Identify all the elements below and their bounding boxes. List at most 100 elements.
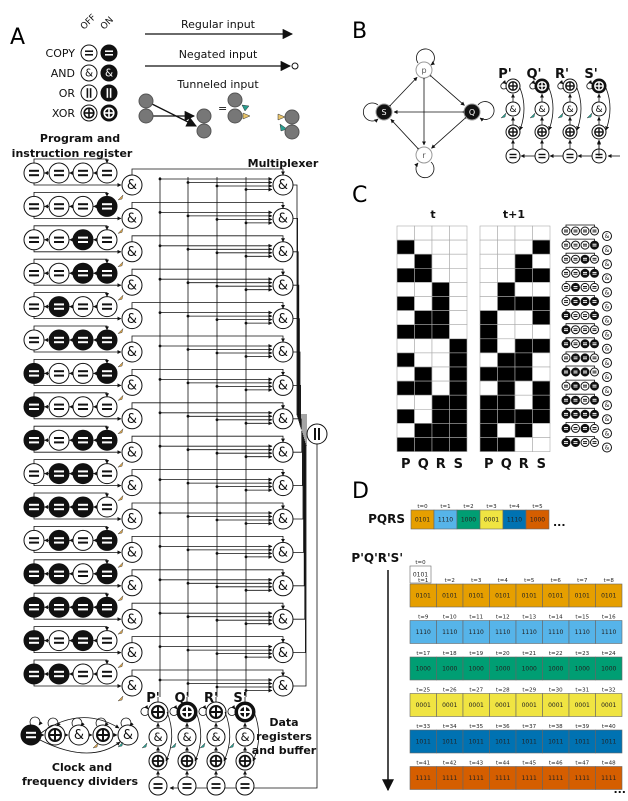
program-title-line-2: instruction register bbox=[12, 147, 133, 160]
and-symbol-icon: & bbox=[278, 546, 288, 561]
b-register-and: & bbox=[562, 101, 578, 117]
off-and-icon bbox=[602, 245, 612, 256]
t1-grid-cell bbox=[514, 338, 533, 354]
ellipsis: ... bbox=[553, 516, 566, 529]
buffer-xor-gate bbox=[177, 751, 197, 771]
t-grid-cell bbox=[414, 380, 433, 396]
mini-instruction-bit bbox=[590, 409, 599, 419]
tunneled-input-illustration: = bbox=[138, 92, 300, 140]
on-copy-icon bbox=[23, 429, 45, 451]
tunneled-input-icon bbox=[117, 661, 124, 668]
mini-instruction-bit bbox=[580, 297, 590, 306]
off-copy-icon bbox=[48, 630, 70, 652]
t-grid-cell bbox=[396, 296, 415, 311]
t1-grid-cell bbox=[497, 423, 516, 438]
on-copy-icon bbox=[590, 381, 599, 391]
and-symbol-icon: & bbox=[605, 304, 610, 310]
off-and-icon bbox=[602, 329, 612, 340]
and-symbol-icon: & bbox=[278, 379, 288, 394]
state-value: 1110 bbox=[442, 629, 457, 636]
off-copy-icon bbox=[72, 195, 94, 217]
and-symbol-icon: & bbox=[278, 679, 288, 694]
multiplexer-and-gate: & bbox=[272, 308, 294, 330]
mini-instruction-bit bbox=[561, 438, 571, 447]
select-wire bbox=[131, 302, 285, 309]
off-copy-icon bbox=[590, 367, 599, 377]
instruction-bit bbox=[72, 195, 94, 217]
time-label: t=4 bbox=[498, 578, 509, 584]
mini-feedback bbox=[565, 407, 595, 411]
output-wire bbox=[33, 416, 122, 421]
b-register-label: R' bbox=[555, 67, 569, 82]
output-or-gate bbox=[306, 423, 328, 445]
t-grid-cell bbox=[431, 296, 450, 311]
time-label: t=27 bbox=[469, 688, 483, 694]
on-copy-icon bbox=[96, 195, 118, 217]
instruction-bit bbox=[23, 262, 45, 284]
on-copy-icon bbox=[571, 353, 580, 363]
time-label: t=0 bbox=[417, 504, 428, 510]
mux-output-wire bbox=[293, 184, 307, 416]
program-row: && bbox=[23, 192, 307, 418]
multiplexer-and-gate: & bbox=[272, 408, 294, 430]
mini-program-row: & bbox=[561, 393, 612, 411]
t1-grid-cell bbox=[479, 225, 498, 241]
multiplexer-and-gate: & bbox=[272, 274, 294, 296]
off-copy-icon bbox=[23, 463, 45, 485]
instruction-bit bbox=[96, 296, 118, 318]
program-row: && bbox=[23, 225, 307, 420]
mini-instruction-bit bbox=[561, 325, 571, 335]
decoder-and-gate: & bbox=[121, 207, 143, 229]
and-symbol-icon: & bbox=[278, 312, 288, 327]
b-register-xor bbox=[505, 78, 521, 94]
register-and-gate: & bbox=[235, 727, 255, 747]
tunneled-input-icon bbox=[117, 741, 124, 748]
mux-output-wire bbox=[293, 385, 307, 428]
off-copy-icon bbox=[48, 429, 70, 451]
mini-instruction-bit bbox=[561, 381, 571, 391]
t-grid-cell bbox=[449, 253, 468, 269]
select-wire bbox=[131, 602, 285, 610]
t-grid-cell bbox=[396, 366, 415, 382]
mini-instruction-bit bbox=[580, 254, 590, 264]
mini-instruction-bit bbox=[561, 226, 571, 236]
and-symbol-icon: & bbox=[127, 445, 137, 460]
off-copy-icon bbox=[580, 282, 590, 292]
mini-instruction-bit bbox=[590, 423, 599, 433]
multiplexer-and-gate: & bbox=[272, 174, 294, 196]
instruction-bit bbox=[23, 630, 45, 652]
t-grid-cell bbox=[449, 437, 468, 452]
multiplexer-and-gate: & bbox=[272, 241, 294, 263]
off-and-icon bbox=[602, 273, 612, 284]
on-copy-icon bbox=[561, 367, 571, 377]
self-loop bbox=[586, 79, 593, 90]
t1-grid-cell bbox=[479, 352, 498, 368]
time-label: t=18 bbox=[443, 651, 457, 657]
legend-xor-on bbox=[100, 104, 118, 122]
state-value: 1000 bbox=[548, 666, 563, 673]
and-symbol-icon: & bbox=[605, 361, 610, 367]
instruction-bit bbox=[72, 630, 94, 652]
gate-name-or: OR bbox=[59, 87, 76, 100]
off-copy-icon bbox=[48, 362, 70, 384]
t-grid-cell bbox=[414, 267, 433, 283]
tunneled-input-icon bbox=[228, 742, 235, 749]
mini-instruction-bit bbox=[580, 240, 590, 250]
instruction-bit bbox=[72, 262, 94, 284]
instruction-bit bbox=[23, 296, 45, 318]
feedback-arc bbox=[223, 711, 231, 762]
time-label: t=34 bbox=[443, 724, 457, 730]
program-row: && bbox=[23, 434, 307, 535]
on-copy-icon bbox=[72, 229, 94, 251]
t-grid-cell bbox=[431, 324, 450, 340]
program-title-line-1: Program and bbox=[40, 132, 120, 145]
t-grid-cell bbox=[431, 366, 450, 382]
mux-output-wire bbox=[293, 440, 307, 620]
time-label: t=48 bbox=[602, 761, 616, 767]
off-copy-icon bbox=[580, 226, 590, 236]
and-symbol-icon: & bbox=[278, 345, 288, 360]
mini-instruction-bit bbox=[590, 268, 599, 278]
